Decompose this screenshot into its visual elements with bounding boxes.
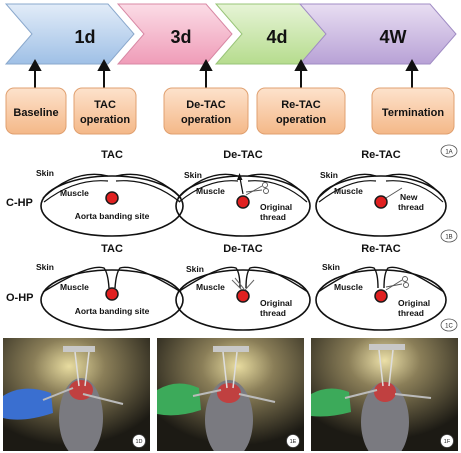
panel-badge-1b: 1B bbox=[440, 229, 458, 243]
arrow-up-icon bbox=[199, 58, 213, 71]
muscle-label: Muscle bbox=[196, 282, 225, 292]
surgery-photo-1d: 1D bbox=[3, 338, 150, 451]
event-baseline-label: Baseline bbox=[13, 107, 58, 119]
event-retac-label-2: operation bbox=[276, 114, 326, 126]
skin-label: Skin bbox=[322, 262, 340, 272]
annotation-label-1: Original bbox=[398, 298, 430, 308]
forceps-icon bbox=[231, 277, 255, 291]
scissors-icon bbox=[245, 182, 269, 196]
annotation-label: Aorta banding site bbox=[75, 211, 150, 221]
aorta-icon bbox=[374, 289, 388, 303]
svg-text:1C: 1C bbox=[445, 324, 453, 330]
annotation-label-2: thread bbox=[398, 308, 424, 318]
diagram-ohp-detac: De-TAC Skin Muscle Original thread bbox=[175, 243, 311, 331]
skin-label: Skin bbox=[36, 262, 54, 272]
panel-badge-1c: 1C bbox=[440, 318, 458, 332]
aorta-icon bbox=[374, 195, 388, 209]
scissors-icon bbox=[385, 276, 409, 291]
aorta-icon bbox=[105, 191, 119, 205]
diagram-chp-retac: Re-TAC Skin Muscle New thread bbox=[315, 149, 447, 237]
cell-title: De-TAC bbox=[223, 243, 263, 255]
aorta-icon bbox=[236, 195, 250, 209]
arrow-up-icon bbox=[294, 58, 308, 71]
cell-title: De-TAC bbox=[223, 149, 263, 161]
annotation-label: Aorta banding site bbox=[75, 306, 150, 316]
annotation-label-1: Original bbox=[260, 298, 292, 308]
svg-text:1D: 1D bbox=[135, 439, 142, 445]
timeline: 1d 3d 4d 4W Baseline TAC operation De-TA… bbox=[4, 3, 457, 135]
event-box-tac bbox=[73, 87, 137, 135]
annotation-label-2: thread bbox=[260, 308, 286, 318]
annotation-label-2: thread bbox=[398, 202, 424, 212]
muscle-label: Muscle bbox=[334, 186, 363, 196]
arrow-up-icon bbox=[405, 58, 419, 71]
diagram-chp-detac: De-TAC Skin Muscle Original thread bbox=[175, 149, 311, 237]
stage-1d-label: 1d bbox=[74, 27, 95, 47]
event-box-termination bbox=[371, 87, 455, 135]
muscle-label: Muscle bbox=[60, 282, 89, 292]
row-label-chp: C-HP bbox=[6, 197, 33, 209]
surgery-photo-1f: 1F bbox=[311, 338, 458, 451]
panel-badge-1a: 1A bbox=[440, 144, 458, 158]
stage-4w-chevron bbox=[298, 3, 457, 65]
panel-badge-1d: 1D bbox=[132, 434, 146, 448]
event-detac-label-2: operation bbox=[181, 114, 231, 126]
diagram-ohp-retac: Re-TAC Skin Muscle Original thread bbox=[315, 243, 447, 331]
event-termination-label: Termination bbox=[382, 107, 444, 119]
panel-badge-1e: 1E bbox=[286, 434, 300, 448]
skin-label: Skin bbox=[36, 168, 54, 178]
muscle-label: Muscle bbox=[334, 282, 363, 292]
stage-3d-label: 3d bbox=[170, 27, 191, 47]
surgery-photo-1e: 1E bbox=[157, 338, 304, 451]
event-box-retac bbox=[256, 87, 346, 135]
diagram-ohp-tac: TAC Skin Muscle Aorta banding site bbox=[36, 243, 184, 331]
event-box-baseline bbox=[5, 87, 67, 135]
svg-text:1E: 1E bbox=[290, 439, 297, 445]
muscle-label: Muscle bbox=[196, 186, 225, 196]
event-box-detac bbox=[163, 87, 249, 135]
event-detac-label-1: De-TAC bbox=[186, 99, 226, 111]
row-label-ohp: O-HP bbox=[6, 292, 34, 304]
cell-title: TAC bbox=[101, 149, 123, 161]
annotation-label-2: thread bbox=[260, 212, 286, 222]
stage-1d-chevron bbox=[4, 3, 135, 65]
diagram-chp-tac: TAC Skin Muscle Aorta banding site bbox=[36, 149, 184, 237]
aorta-icon bbox=[236, 289, 250, 303]
stage-4w-label: 4W bbox=[380, 27, 407, 47]
muscle-label: Muscle bbox=[60, 188, 89, 198]
event-tac-label-1: TAC bbox=[94, 99, 116, 111]
event-retac-label-1: Re-TAC bbox=[281, 99, 321, 111]
skin-label: Skin bbox=[184, 170, 202, 180]
svg-text:1A: 1A bbox=[445, 150, 452, 156]
skin-label: Skin bbox=[186, 264, 204, 274]
panel-badge-1f: 1F bbox=[440, 434, 454, 448]
cell-title: Re-TAC bbox=[361, 243, 401, 255]
svg-text:1F: 1F bbox=[444, 439, 451, 445]
cell-title: TAC bbox=[101, 243, 123, 255]
annotation-label-1: New bbox=[400, 192, 418, 202]
aorta-icon bbox=[105, 287, 119, 301]
skin-label: Skin bbox=[320, 170, 338, 180]
annotation-label-1: Original bbox=[260, 202, 292, 212]
schematic-diagrams: C-HP TAC Skin Muscle Aorta banding site … bbox=[6, 149, 447, 331]
svg-text:1B: 1B bbox=[445, 235, 452, 241]
stage-4d-label: 4d bbox=[266, 27, 287, 47]
event-tac-label-2: operation bbox=[80, 114, 130, 126]
arrow-up-icon bbox=[237, 173, 243, 180]
arrow-up-icon bbox=[97, 58, 111, 71]
arrow-up-icon bbox=[28, 58, 42, 71]
cell-title: Re-TAC bbox=[361, 149, 401, 161]
